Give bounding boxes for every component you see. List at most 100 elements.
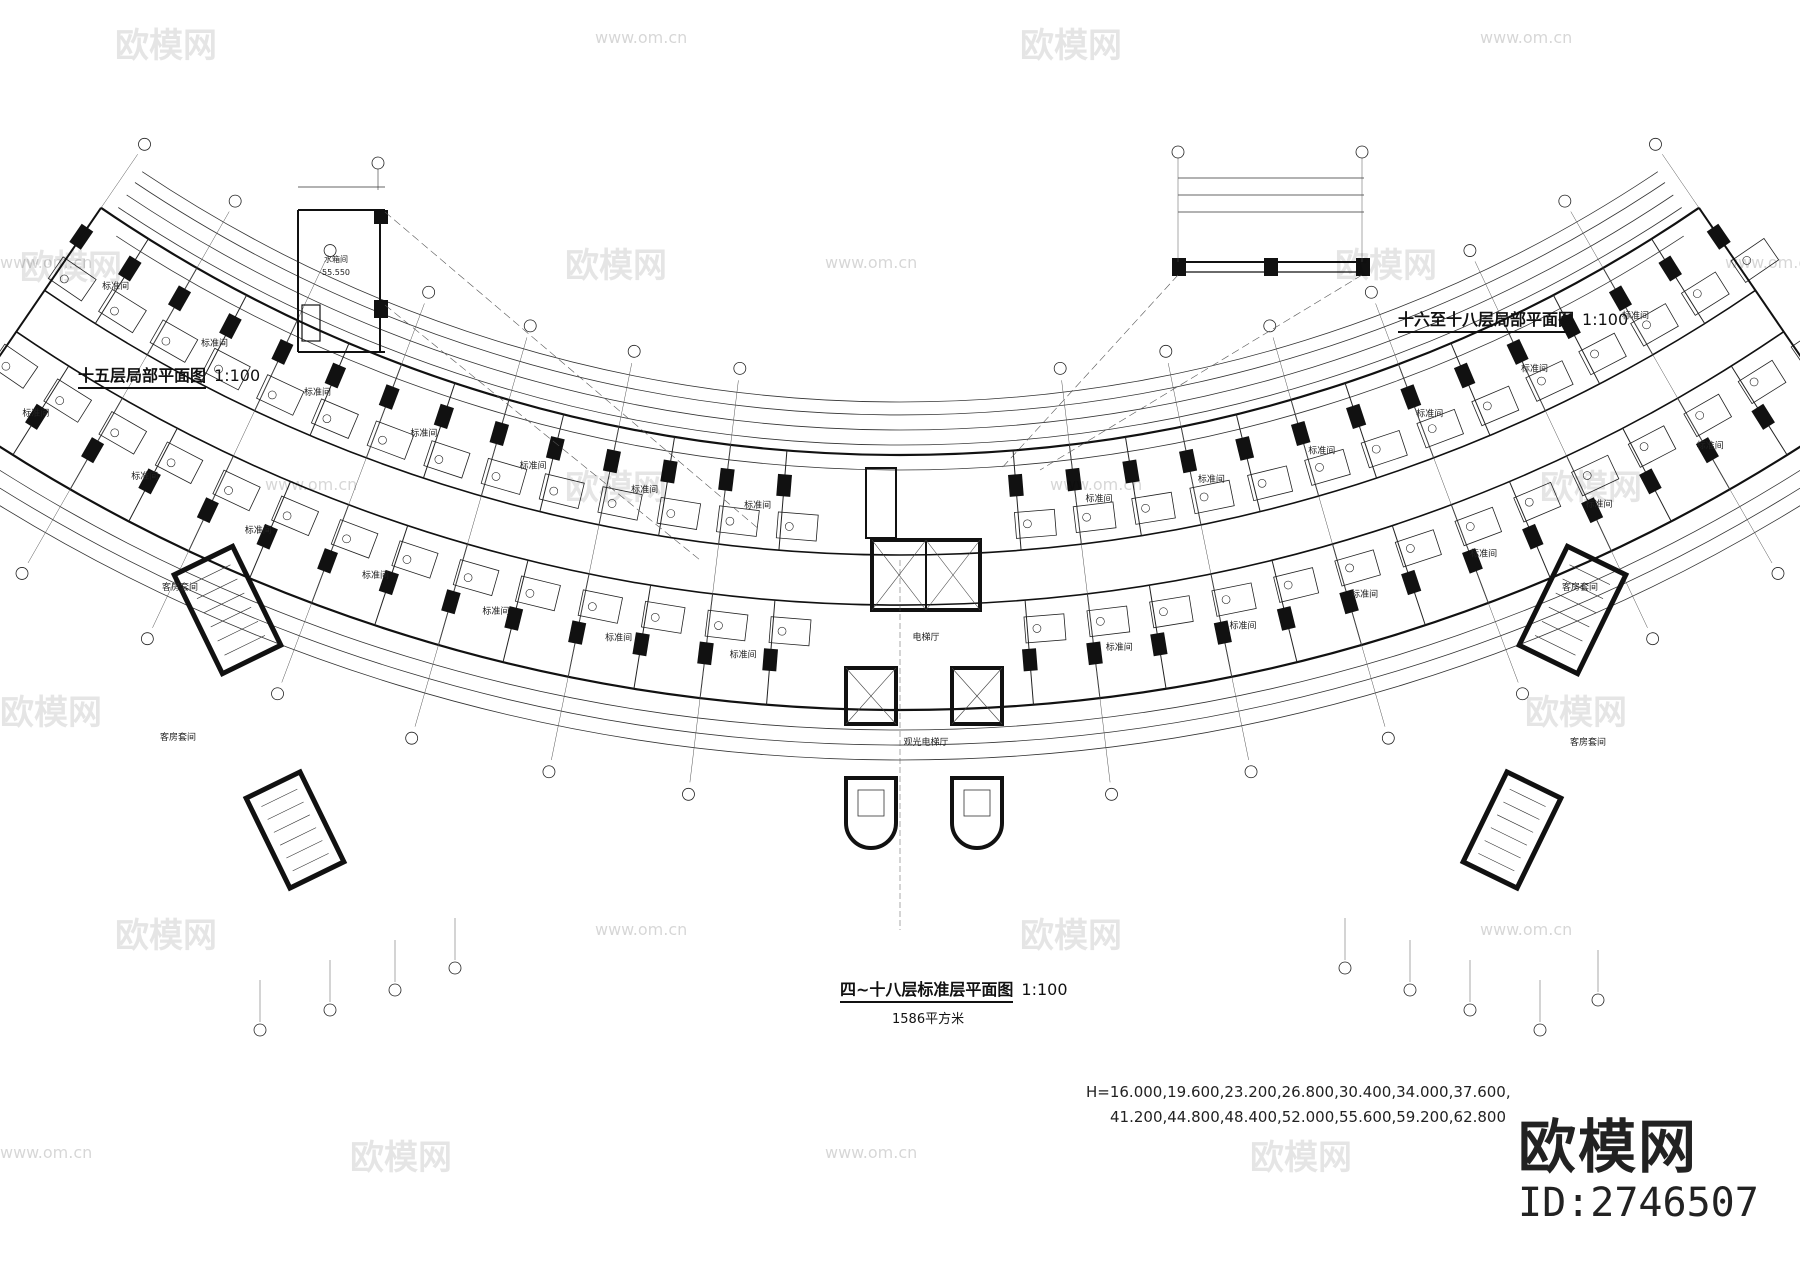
bathroom-pod bbox=[1683, 393, 1733, 438]
bathroom-pod bbox=[1013, 508, 1057, 539]
bathroom-pod bbox=[1525, 360, 1574, 402]
bathroom-pod bbox=[1630, 303, 1679, 347]
axis-bubble bbox=[422, 285, 436, 299]
elevator-car bbox=[857, 789, 885, 817]
room-label-sightseeing-hall: 观光电梯厅 bbox=[903, 736, 948, 748]
room-label-standard: 标准间 bbox=[131, 470, 158, 482]
toilet-fixture bbox=[1749, 377, 1759, 387]
structural-column bbox=[1150, 632, 1168, 657]
bathroom-pod bbox=[47, 256, 97, 302]
stair-core bbox=[242, 768, 348, 892]
structural-column bbox=[167, 285, 192, 312]
room-label-standard: 标准间 bbox=[22, 407, 49, 419]
structural-column bbox=[378, 569, 399, 596]
toilet-fixture bbox=[1642, 320, 1651, 330]
bathroom-pod bbox=[1680, 271, 1730, 316]
stair-tread bbox=[1548, 606, 1590, 628]
bathroom-pod bbox=[480, 457, 528, 495]
bathroom-pod bbox=[538, 473, 585, 509]
room-label-standard: 标准间 bbox=[102, 280, 129, 292]
axis-bubble bbox=[1105, 787, 1118, 801]
bathroom-pod bbox=[1211, 582, 1257, 617]
structural-column bbox=[1751, 403, 1775, 430]
end-wall bbox=[0, 207, 102, 358]
bathroom-pod bbox=[1394, 529, 1442, 568]
structural-column bbox=[81, 437, 105, 464]
bathroom-pod bbox=[1304, 448, 1351, 486]
toilet-fixture bbox=[777, 626, 787, 636]
toilet-fixture bbox=[1159, 607, 1168, 617]
structural-column bbox=[433, 403, 454, 430]
toilet-fixture bbox=[55, 396, 64, 405]
axis-bubble bbox=[1463, 244, 1477, 257]
axis-bubble bbox=[1558, 194, 1572, 208]
partition-wall bbox=[539, 414, 565, 512]
stair-tread bbox=[189, 564, 231, 585]
bathroom-pod bbox=[577, 589, 623, 624]
elevator-cross bbox=[951, 667, 1003, 725]
axis-bubble bbox=[627, 344, 641, 358]
structural-column bbox=[1558, 313, 1581, 340]
room-label-standard: 标准间 bbox=[245, 524, 272, 536]
toilet-fixture bbox=[214, 364, 223, 374]
axis-line bbox=[689, 380, 739, 783]
axis-bubble bbox=[1463, 1003, 1477, 1017]
stair-tread bbox=[1490, 827, 1527, 846]
bathroom-pod bbox=[768, 616, 812, 647]
structural-column bbox=[1290, 421, 1311, 447]
stair-tread bbox=[280, 827, 317, 846]
room-label-standard: 标准间 bbox=[304, 386, 331, 398]
room-label-suite: 客房套间 bbox=[160, 731, 196, 743]
axis-bubble bbox=[228, 194, 242, 208]
bathroom-pod bbox=[1571, 454, 1620, 497]
bathroom-pod bbox=[271, 495, 320, 537]
bathroom-pod bbox=[1273, 567, 1320, 603]
partition-wall bbox=[94, 238, 149, 324]
axis-bubble bbox=[523, 319, 537, 333]
structural-column bbox=[1581, 497, 1604, 524]
elevator-core bbox=[844, 467, 1004, 930]
axis-bubble bbox=[1403, 983, 1417, 997]
structural-column bbox=[1065, 467, 1082, 492]
structural-column bbox=[568, 620, 587, 645]
room-label-standard: 标准间 bbox=[1106, 641, 1133, 653]
partition-wall bbox=[1344, 383, 1378, 479]
bathroom-pod bbox=[1578, 332, 1627, 376]
structural-column bbox=[1462, 548, 1483, 574]
toilet-fixture bbox=[1639, 442, 1649, 451]
toilet-fixture bbox=[1082, 512, 1091, 522]
axis-line bbox=[414, 337, 528, 727]
tank-elevation: 55.550 bbox=[322, 268, 350, 277]
bathroom-pod bbox=[1149, 595, 1194, 629]
toilet-fixture bbox=[1524, 497, 1534, 507]
stair-tread bbox=[261, 788, 298, 807]
toilet-fixture bbox=[1406, 544, 1415, 553]
structural-column bbox=[1086, 641, 1103, 666]
axis-line bbox=[27, 211, 230, 564]
structural-column bbox=[324, 362, 347, 389]
axis-line bbox=[1061, 380, 1111, 783]
axis-bubble bbox=[405, 731, 419, 745]
bathroom-pod bbox=[366, 420, 415, 460]
stair-core bbox=[1459, 768, 1565, 892]
toilet-fixture bbox=[1, 361, 11, 371]
room-label-standard: 标准间 bbox=[1585, 498, 1612, 510]
toilet-fixture bbox=[607, 499, 617, 508]
toilet-fixture bbox=[1371, 444, 1381, 454]
bathroom-pod bbox=[704, 609, 749, 642]
bathroom-pod bbox=[391, 540, 439, 579]
stair-tread bbox=[1478, 853, 1515, 872]
structural-column bbox=[489, 421, 510, 447]
toilet-fixture bbox=[161, 336, 171, 346]
bathroom-pod bbox=[256, 374, 305, 416]
structural-column bbox=[256, 523, 278, 550]
structural-column bbox=[1179, 448, 1198, 474]
bathroom-pod bbox=[310, 398, 359, 439]
room-label-tank: 水箱间 bbox=[324, 254, 348, 264]
structural-column bbox=[1506, 338, 1529, 365]
structural-column bbox=[374, 210, 388, 224]
dimension-arc bbox=[126, 194, 1674, 431]
axis-bubble bbox=[1533, 1023, 1547, 1037]
